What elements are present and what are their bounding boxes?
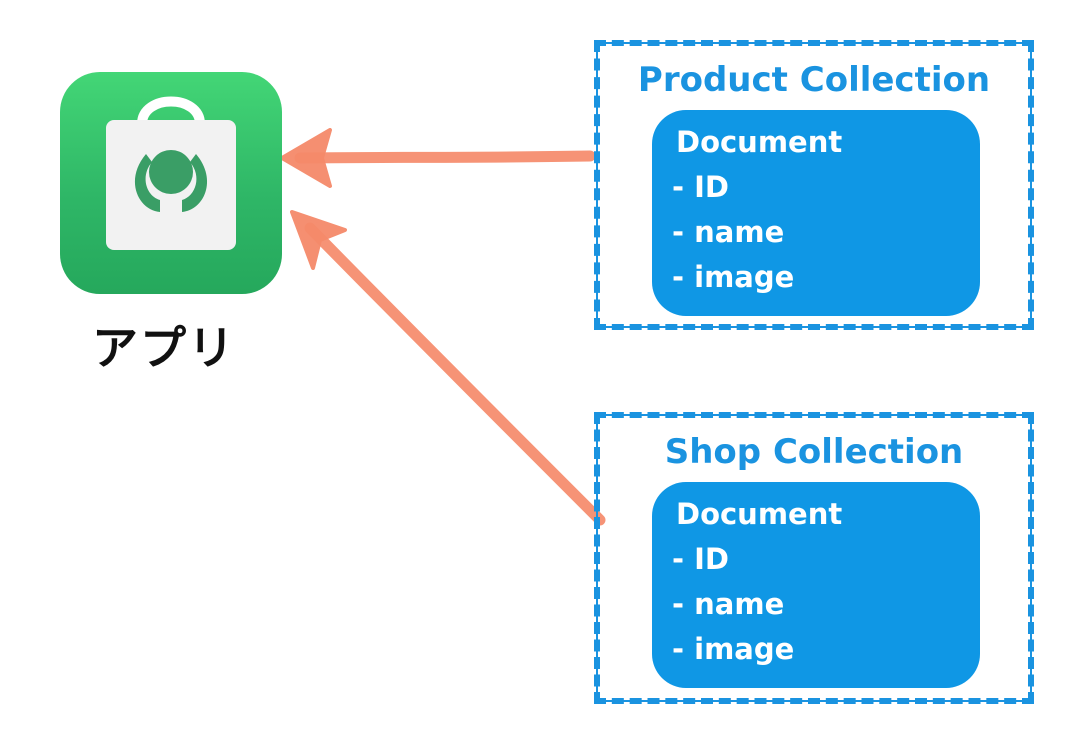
app-label: アプリ [92,321,236,375]
collection-title: Shop Collection [664,432,964,472]
document-heading: Document [676,497,843,531]
document-box: Document - ID - name - image [652,110,980,316]
shopping-bag-icon [106,96,236,250]
document-field: - name [672,215,785,249]
shop-to-app-arrow [290,210,606,526]
document-field: - ID [672,542,729,576]
shopping-bag-app-icon[interactable] [60,72,282,294]
document-box: Document - ID - name - image [652,482,980,688]
document-field: - ID [672,170,729,204]
product-collection: Product Collection Document - ID - name … [594,40,1034,330]
shop-collection: Shop Collection Document - ID - name - i… [594,412,1034,704]
product-to-app-arrow [280,128,596,188]
document-heading: Document [676,125,843,159]
document-field: - image [672,260,795,294]
collection-title: Product Collection [637,60,991,100]
document-field: - name [672,587,785,621]
document-field: - image [672,632,795,666]
